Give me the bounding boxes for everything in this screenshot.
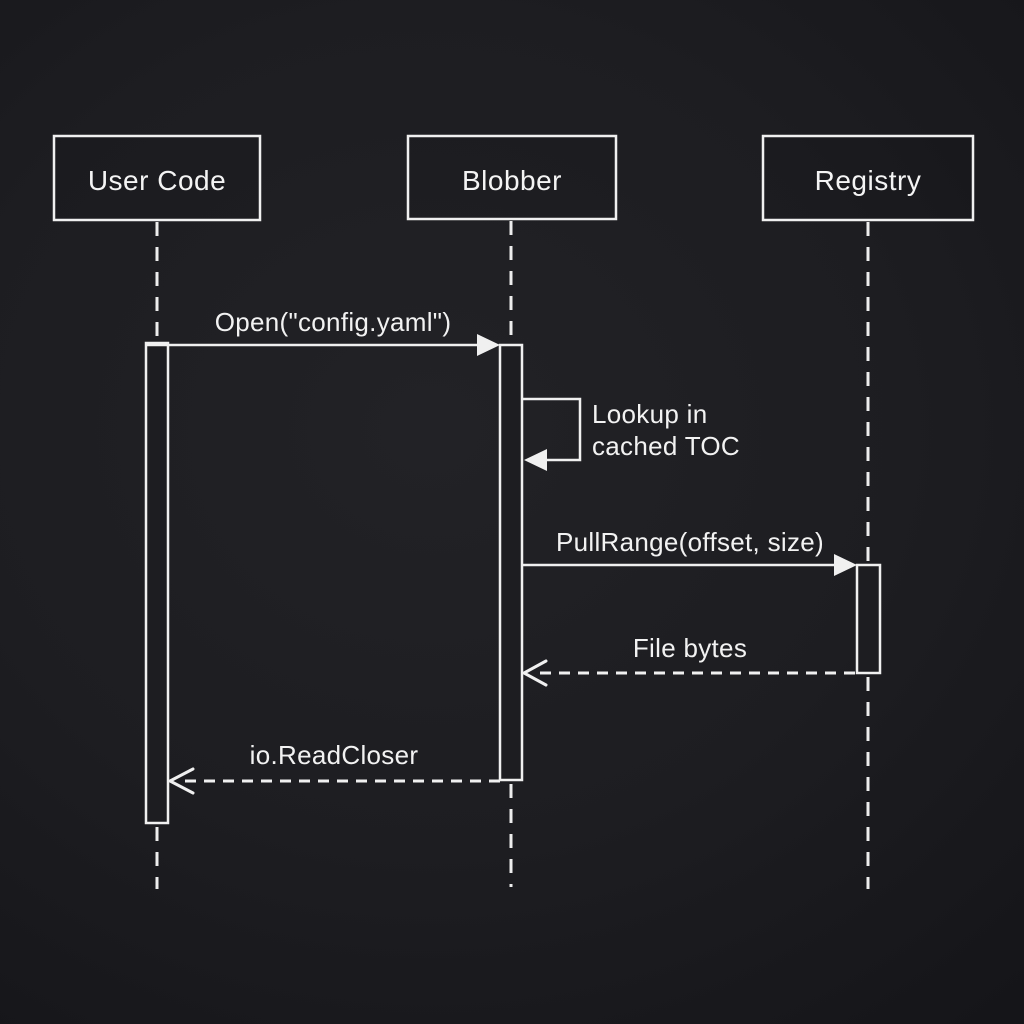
actor-box-user-code bbox=[52, 134, 262, 222]
message-open-config: Open("config.yaml") bbox=[146, 307, 500, 356]
activations bbox=[144, 341, 882, 825]
message-lookup-toc: Lookup in cached TOC bbox=[523, 397, 740, 471]
lifelines bbox=[155, 221, 870, 889]
actor-label-registry: Registry bbox=[815, 165, 922, 196]
actor-registry: Registry bbox=[761, 134, 975, 222]
activation-user-code bbox=[144, 341, 170, 825]
message-file-bytes-label: File bytes bbox=[633, 633, 747, 663]
actor-blobber: Blobber bbox=[406, 134, 618, 221]
message-lookup-toc-label-line1: Lookup in bbox=[592, 399, 707, 429]
message-readcloser: io.ReadCloser bbox=[166, 740, 500, 795]
message-pullrange: PullRange(offset, size) bbox=[522, 527, 857, 576]
actor-box-registry bbox=[761, 134, 975, 222]
message-open-config-label: Open("config.yaml") bbox=[215, 307, 452, 337]
activation-blobber bbox=[498, 343, 524, 782]
message-file-bytes: File bytes bbox=[520, 633, 855, 687]
arrowhead-open-left-icon bbox=[520, 659, 548, 687]
actor-box-blobber bbox=[406, 134, 618, 221]
actor-label-blobber: Blobber bbox=[462, 165, 562, 196]
message-lookup-toc-loop bbox=[523, 397, 582, 462]
message-pullrange-label: PullRange(offset, size) bbox=[556, 527, 824, 557]
arrowhead-right-icon bbox=[834, 554, 857, 576]
arrowhead-left-icon bbox=[524, 449, 547, 471]
actor-label-user-code: User Code bbox=[88, 165, 226, 196]
message-lookup-toc-label-line2: cached TOC bbox=[592, 431, 740, 461]
actor-user-code: User Code bbox=[52, 134, 262, 222]
arrowhead-open-left-icon bbox=[166, 767, 195, 795]
arrowhead-right-icon bbox=[477, 334, 500, 356]
message-readcloser-label: io.ReadCloser bbox=[250, 740, 419, 770]
activation-registry bbox=[855, 563, 882, 675]
